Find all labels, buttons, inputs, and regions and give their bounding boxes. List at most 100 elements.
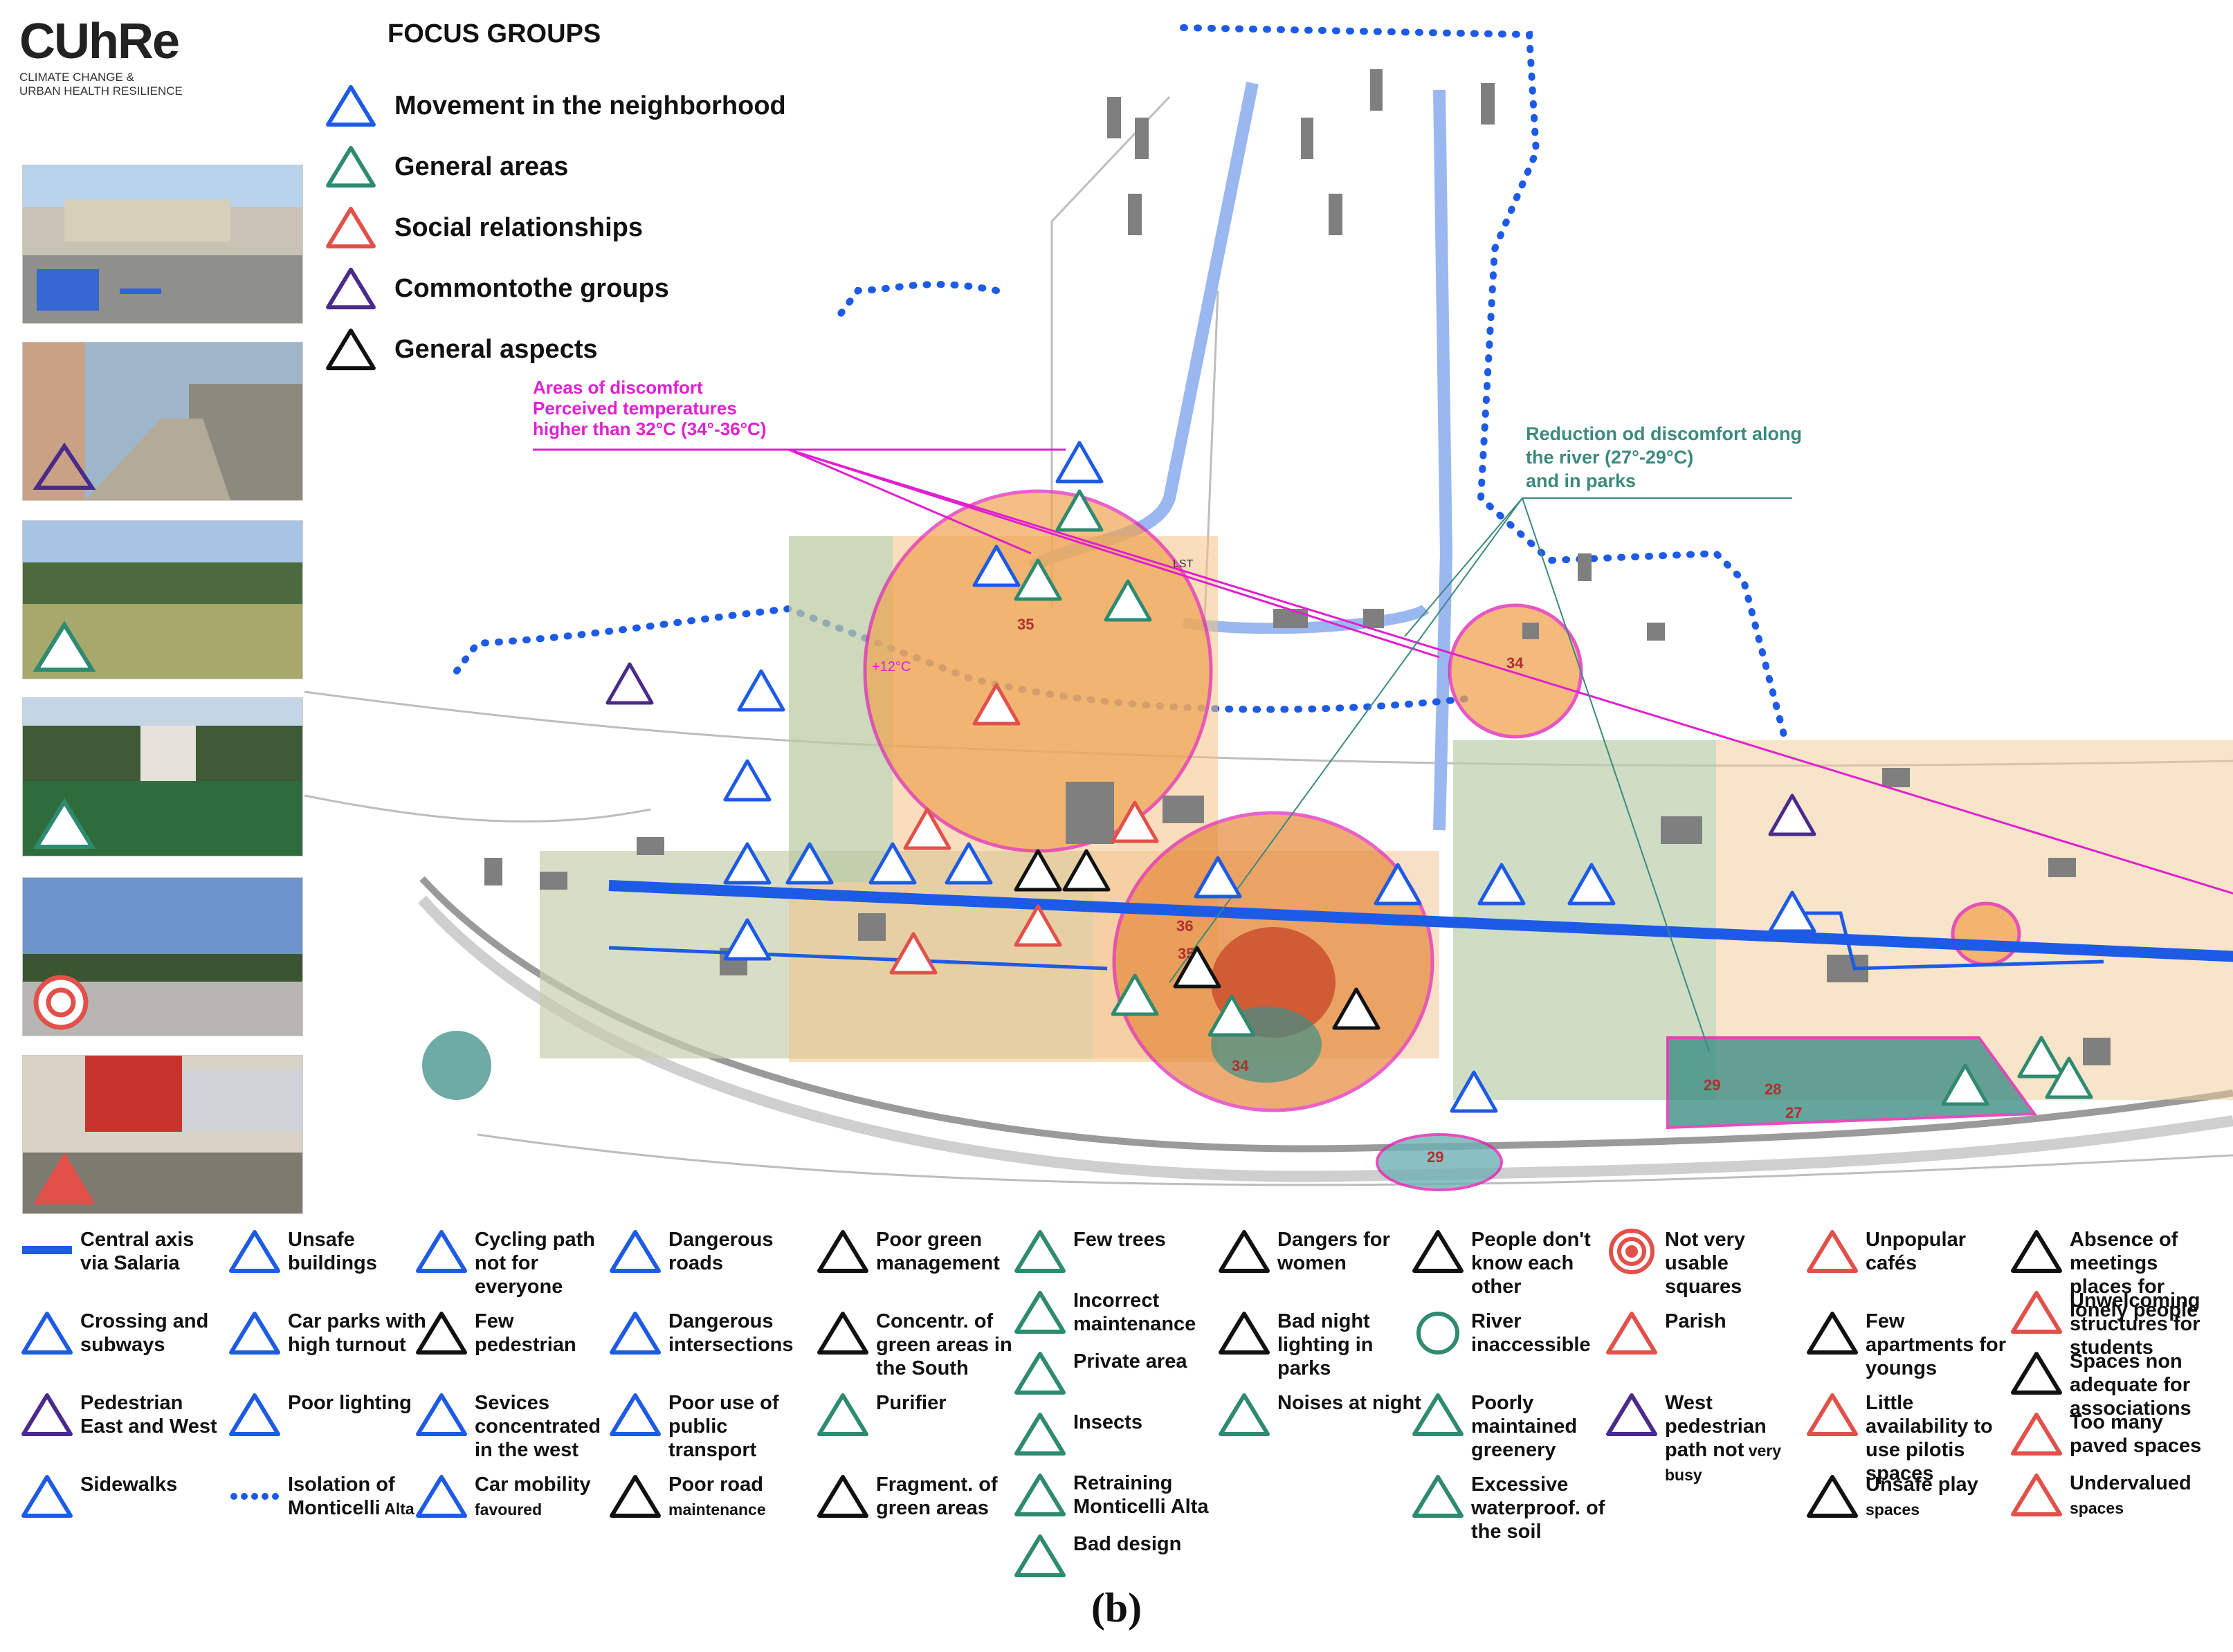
legend-label: Few apartments for youngs (1866, 1310, 2007, 1379)
legend-label: Bad design (1073, 1533, 1182, 1555)
legend-item: Car mobility favoured (415, 1473, 620, 1521)
legend-item: Little availability to use pilotis space… (1806, 1391, 2011, 1485)
legend-item: Parish (1605, 1310, 1726, 1357)
legend-label: Pedestrian East and West (80, 1392, 217, 1438)
neighborhood-map: 36 35 34 34 34 35 36 29 28 27 29 35 +12°… (304, 14, 2233, 1221)
focus-group-label: Movement in the neighborhood (394, 91, 786, 120)
temp-label: +12°C (872, 659, 911, 674)
photo-crossing (22, 165, 303, 324)
triangle-icon (229, 1312, 280, 1355)
photo-square (22, 877, 303, 1036)
triangle-icon (326, 145, 376, 188)
legend-label: Concentr. of green areas in the South (876, 1310, 1012, 1379)
map-triangle-icon (972, 544, 1021, 587)
legend-label: Cycling path not for everyone (475, 1229, 596, 1298)
callout-line: higher than 32°C (34°-36°C) (533, 419, 767, 439)
legend-label: Poorly maintained greenery (1471, 1392, 1578, 1461)
triangle-icon (610, 1475, 661, 1518)
legend-label: Unwelcoming structures for students (2070, 1290, 2200, 1359)
map-triangle-icon (1374, 863, 1422, 906)
legend-label-small: maintenance (668, 1500, 766, 1518)
legend-item: Noises at night (1218, 1391, 1421, 1438)
legend-label: Unsafe buildings (288, 1229, 377, 1274)
triangle-icon (1014, 1291, 1066, 1334)
legend-item: Car parks with high turnout (228, 1310, 433, 1357)
lst-label: LST (1173, 558, 1194, 570)
legend-label: Dangers for women (1277, 1229, 1390, 1274)
focus-group-item: General areas (325, 143, 568, 191)
map-triangle-icon (1450, 1070, 1498, 1113)
legend-label: Purifier (876, 1392, 947, 1414)
triangle-icon (817, 1475, 868, 1518)
map-triangle-icon (723, 918, 772, 961)
map-triangle-icon (2045, 1056, 2093, 1099)
legend-label: Unsafe play (1866, 1474, 1978, 1496)
legend-item: Dangerous intersections (609, 1310, 814, 1357)
triangle-icon (229, 1393, 280, 1436)
legend-item: Few pedestrian (415, 1310, 620, 1357)
triangle-icon (817, 1230, 868, 1273)
legend-item: Unsafe buildings (228, 1228, 433, 1275)
triangle-icon (1412, 1393, 1464, 1436)
temp-label: 29 (1704, 1076, 1720, 1094)
legend-label: River inaccessible (1471, 1310, 1591, 1356)
legend-label: Poor road (668, 1474, 763, 1496)
temp-label: 29 (1427, 1148, 1443, 1166)
legend-label: Isolation of Monticelli (288, 1474, 395, 1519)
legend-label-small: Alta (380, 1500, 414, 1518)
focus-groups-title: FOCUS GROUPS (388, 19, 601, 48)
focus-group-label: General areas (394, 152, 569, 181)
legend-label: Car mobility (475, 1474, 591, 1496)
legend-label: Spaces non adequate for associations (2070, 1350, 2191, 1420)
temp-label: 27 (1785, 1104, 1802, 1121)
legend-item: Not very usable squares (1605, 1228, 1810, 1298)
legend-label: Poor use of public transport (668, 1392, 779, 1461)
triangle-icon (326, 206, 376, 249)
legend-label: Fragment. of green areas (876, 1474, 998, 1519)
legend-item: Central axis via Salaria (21, 1228, 226, 1275)
triangle-icon (1219, 1230, 1270, 1273)
focus-group-item: Commontothe groups (325, 264, 669, 313)
legend-label: Car parks with high turnout (288, 1310, 426, 1356)
legend-item: Insects (1014, 1411, 1142, 1458)
triangle-icon (21, 1393, 73, 1436)
triangle-icon (1807, 1230, 1858, 1273)
triangle-icon (2011, 1413, 2062, 1456)
callout-line: and in parks (1526, 470, 1637, 491)
map-triangle-icon (1014, 904, 1062, 947)
triangle-icon (2011, 1291, 2062, 1334)
map-triangle-icon (945, 842, 993, 885)
legend-label: Dangerous intersections (668, 1310, 794, 1356)
triangle-icon (416, 1312, 467, 1355)
triangle-icon (1219, 1312, 1270, 1355)
logo-text: CUhRe (19, 14, 180, 69)
map-triangle-icon (2017, 1036, 2066, 1079)
triangle-icon (1606, 1312, 1657, 1355)
map-triangle-icon (723, 759, 772, 802)
temp-label: 36 (1176, 917, 1193, 935)
map-triangle-icon (1014, 558, 1062, 601)
legend-label: Incorrect maintenance (1073, 1290, 1196, 1335)
legend-item: Poor use of public transport (609, 1391, 814, 1462)
legend-label-small: spaces (2070, 1499, 2124, 1517)
legend-item: Poor road maintenance (609, 1473, 814, 1521)
legend-item: Excessive waterproof. of the soil (1412, 1473, 1616, 1543)
triangle-icon (2011, 1230, 2062, 1273)
legend-item: West pedestrian path not very busy (1605, 1391, 1810, 1487)
legend-label: Bad night lighting in parks (1277, 1310, 1374, 1379)
triangle-icon (2011, 1352, 2062, 1395)
legend-label: People don't know each other (1471, 1229, 1591, 1298)
legend-item: Unpopular cafés (1806, 1228, 2011, 1275)
triangle-icon (1807, 1475, 1858, 1518)
map-triangle-icon (1207, 994, 1256, 1037)
map-triangle-icon (868, 842, 917, 885)
triangle-icon (1219, 1393, 1270, 1436)
legend-item: Poorly maintained greenery (1412, 1391, 1616, 1462)
legend-item: Purifier (817, 1391, 947, 1438)
photo-green-area (22, 520, 303, 679)
focus-group-item: Social relationships (325, 203, 643, 252)
legend-item: Poor green management (817, 1228, 1021, 1275)
triangle-icon (229, 1230, 280, 1273)
map-triangle-icon (1332, 987, 1380, 1030)
legend-item: Dangerous roads (609, 1228, 814, 1275)
